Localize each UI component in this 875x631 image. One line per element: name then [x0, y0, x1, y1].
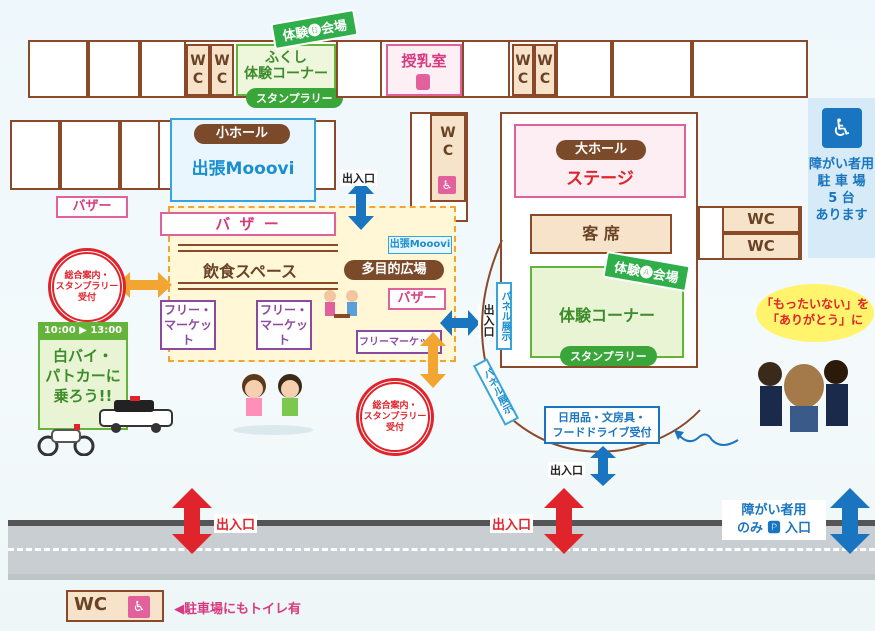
tables-row-2 [178, 282, 338, 290]
seats: 客 席 [530, 214, 672, 254]
small-hall-title: 小ホール [194, 124, 290, 144]
bottle-icon [416, 74, 430, 90]
arrow-plaza-vertical [348, 180, 374, 230]
nursing-room [386, 44, 462, 96]
multi-plaza: 多目的広場 [344, 260, 444, 280]
wheelchair-icon-parking: ♿ [822, 108, 862, 148]
top-room-1 [28, 40, 88, 98]
wheelchair-icon-center: ♿ [438, 176, 456, 194]
bike-icon [37, 424, 95, 456]
wheelchair-icon-legend: ♿ [128, 596, 150, 618]
top-room-8 [692, 40, 808, 98]
arrow-road-accessible [830, 488, 870, 554]
left-room-3 [120, 120, 160, 190]
stamp-rally-mid: スタンプラリー [560, 346, 657, 366]
dining-space: 飲食スペース [202, 262, 298, 281]
left-room-1 [10, 120, 60, 190]
mooovi-small: 出張Mooovi [388, 236, 452, 254]
police-body: 白バイ・ パトカーに 乗ろう!! [45, 347, 121, 405]
flea-market-2: フリー・ マーケット [256, 300, 312, 350]
arrow-hall-entry [440, 310, 480, 336]
road-centerline [8, 548, 875, 551]
road-entrance-1: 出入口 [214, 514, 258, 533]
stamp-rally-top: スタンプラリー [246, 88, 343, 108]
bazaar-right: バザー [388, 288, 446, 310]
fukushi-label: ふくし 体験コーナー [244, 50, 328, 82]
top-room-5 [462, 40, 510, 98]
top-room-6 [556, 40, 612, 98]
arrow-info-lower [420, 332, 446, 388]
accessible-entrance-label: 障がい者用 のみ 🅿 入口 [722, 500, 826, 540]
daily-goods-booth: 日用品・文房具・ フードドライブ受付 [544, 406, 660, 444]
police-time: 10:00 ▶ 13:00 [38, 322, 128, 340]
large-hall [514, 124, 686, 198]
flea-market-1: フリー・ マーケット [160, 300, 216, 350]
exit-plaza: 出入口 [340, 170, 377, 186]
top-room-3 [140, 40, 186, 98]
accessible-parking-text: 障がい者用 駐 車 場 5 台 あります [808, 157, 874, 223]
wc-right-1: WC [722, 206, 800, 233]
nursing-room-label: 授乳室 [401, 52, 447, 70]
bazaar-left: バザー [56, 196, 128, 218]
curl-arrow [674, 430, 739, 446]
info-desk-left: 総合案内・ スタンプラリー 受付 [48, 248, 126, 326]
top-room-2 [88, 40, 140, 98]
tables-row-1 [178, 244, 338, 252]
small-hall-body: 出張Mooovi [191, 159, 295, 179]
police-car-icon [99, 396, 173, 433]
fukushi-corner [236, 44, 336, 96]
picnic-figures [318, 286, 366, 326]
legend-note: ◀駐車場にもトイレ有 [174, 602, 301, 617]
top-room-7 [612, 40, 692, 98]
kids-illustration [233, 374, 313, 435]
flea-market-3: フリーマーケット [356, 330, 442, 354]
arrow-road-1 [172, 488, 212, 554]
arrow-lower-exit [590, 446, 616, 486]
top-room-4 [336, 40, 382, 98]
mottainai-bubble: 「もったいない」を 「ありがとう」に [756, 284, 874, 342]
experience-label: 体験コーナー [558, 306, 655, 325]
arrow-info-left [116, 272, 172, 298]
bazaar-wide: バ ザ ー [160, 212, 336, 236]
info-desk-center: 総合案内・ スタンプラリー 受付 [356, 378, 434, 456]
exit-lower: 出入口 [548, 462, 585, 478]
large-hall-title: 大ホール [556, 140, 646, 160]
panel-exhibit-1: パネル展示 [496, 282, 512, 350]
mascot-icon [758, 360, 848, 432]
arrow-road-2 [544, 488, 584, 554]
left-room-2 [60, 120, 120, 190]
wc-right-2: WC [722, 233, 800, 260]
legend-wc: WC [74, 594, 108, 615]
road-entrance-2: 出入口 [490, 514, 534, 533]
large-hall-body: ステージ [566, 169, 634, 189]
